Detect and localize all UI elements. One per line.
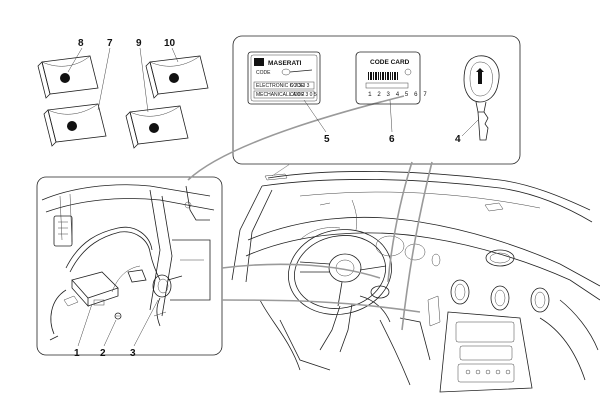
leader-lines xyxy=(67,47,479,347)
mechanical-code-label: MECHANICAL CODE xyxy=(256,92,305,98)
callout-4: 4 xyxy=(455,134,461,145)
mechanical-code-value: L A 0 2 3 0 5 xyxy=(289,92,317,98)
trident-emblem-icon xyxy=(169,73,179,83)
document-pouch-8 xyxy=(37,55,99,99)
electronic-code-value: 6 7 3 3 3 xyxy=(290,83,310,89)
maserati-logo-icon xyxy=(254,58,264,66)
immobilizer-control-unit xyxy=(63,271,119,308)
code-tag: MASERATI CODE ELECTRONIC CODE 6 7 3 3 3 … xyxy=(247,51,321,105)
antenna-ring xyxy=(152,274,183,327)
callout-9: 9 xyxy=(136,38,142,49)
trident-emblem-icon xyxy=(67,121,77,131)
code-card: CODE CARD 1 2 3 4 5 6 7 xyxy=(355,51,428,105)
tag-brand: MASERATI xyxy=(268,60,302,67)
trident-key-icon xyxy=(476,68,484,84)
electronic-code-label: ELECTRONIC CODE xyxy=(256,83,305,89)
callout-5: 5 xyxy=(324,134,330,145)
callout-7: 7 xyxy=(107,38,113,49)
code-card-title: CODE CARD xyxy=(370,59,410,66)
detail-frame-top xyxy=(232,35,521,165)
trident-emblem-icon xyxy=(60,73,70,83)
document-pouch-7 xyxy=(43,103,107,147)
barcode-icon xyxy=(368,72,398,80)
tag-code-label: CODE xyxy=(256,70,271,76)
document-pouch-10 xyxy=(145,55,209,99)
document-pouch-9 xyxy=(125,105,189,149)
callout-1: 1 xyxy=(74,348,80,359)
card-hole-icon xyxy=(404,68,412,76)
code-card-digits: 1 2 3 4 5 6 7 xyxy=(368,91,428,98)
trident-emblem-icon xyxy=(149,123,159,133)
pointer-lines xyxy=(187,95,433,331)
fixing-screw xyxy=(114,312,122,320)
callout-10: 10 xyxy=(164,38,176,49)
detail-frame-bottom xyxy=(36,176,223,356)
callout-8: 8 xyxy=(78,38,84,49)
callout-2: 2 xyxy=(100,348,106,359)
callout-6: 6 xyxy=(389,134,395,145)
callout-numbers: 8 7 9 10 5 6 4 1 2 3 xyxy=(74,38,461,359)
key-blade-icon xyxy=(281,68,313,76)
console-buttons xyxy=(465,369,511,375)
immobilizer-inset xyxy=(41,184,215,341)
callout-3: 3 xyxy=(130,348,136,359)
ignition-key xyxy=(463,55,500,141)
dashboard-illustration xyxy=(231,171,600,393)
